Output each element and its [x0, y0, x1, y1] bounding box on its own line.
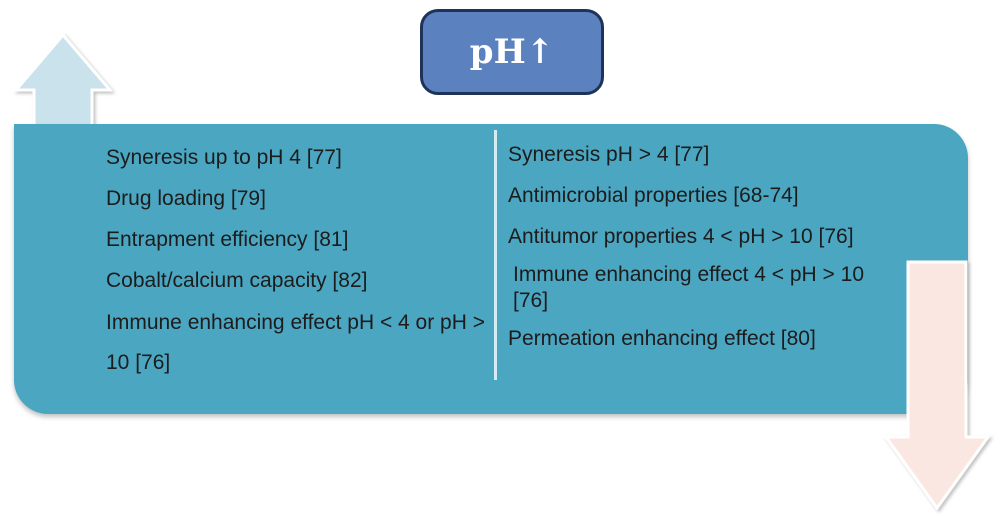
right-column: Syneresis pH > 4 [77] Antimicrobial prop… — [508, 142, 898, 367]
left-item-syneresis: Syneresis up to pH 4 [77] — [106, 146, 342, 169]
main-panel — [14, 124, 968, 414]
column-divider — [494, 130, 497, 380]
right-item-antimicrobial: Antimicrobial properties [68-74] — [508, 184, 799, 207]
title-text: pH↑ — [469, 32, 555, 72]
right-item-permeation: Permeation enhancing effect [80] — [508, 327, 816, 350]
title-box: pH↑ — [420, 9, 604, 95]
left-column: Syneresis up to pH 4 [77] Drug loading [… — [106, 145, 491, 398]
right-item-antitumor: Antitumor properties 4 < pH > 10 [76] — [508, 225, 854, 248]
left-item-immune: Immune enhancing effect pH < 4 or pH > 1… — [106, 311, 486, 374]
left-item-cobalt-calcium: Cobalt/calcium capacity [82] — [106, 269, 368, 292]
right-item-syneresis: Syneresis pH > 4 [77] — [508, 143, 710, 166]
right-item-immune: Immune enhancing effect 4 < pH > 10 [76] — [513, 263, 865, 312]
left-item-entrapment: Entrapment efficiency [81] — [106, 228, 349, 251]
left-item-drug-loading: Drug loading [79] — [106, 187, 266, 210]
